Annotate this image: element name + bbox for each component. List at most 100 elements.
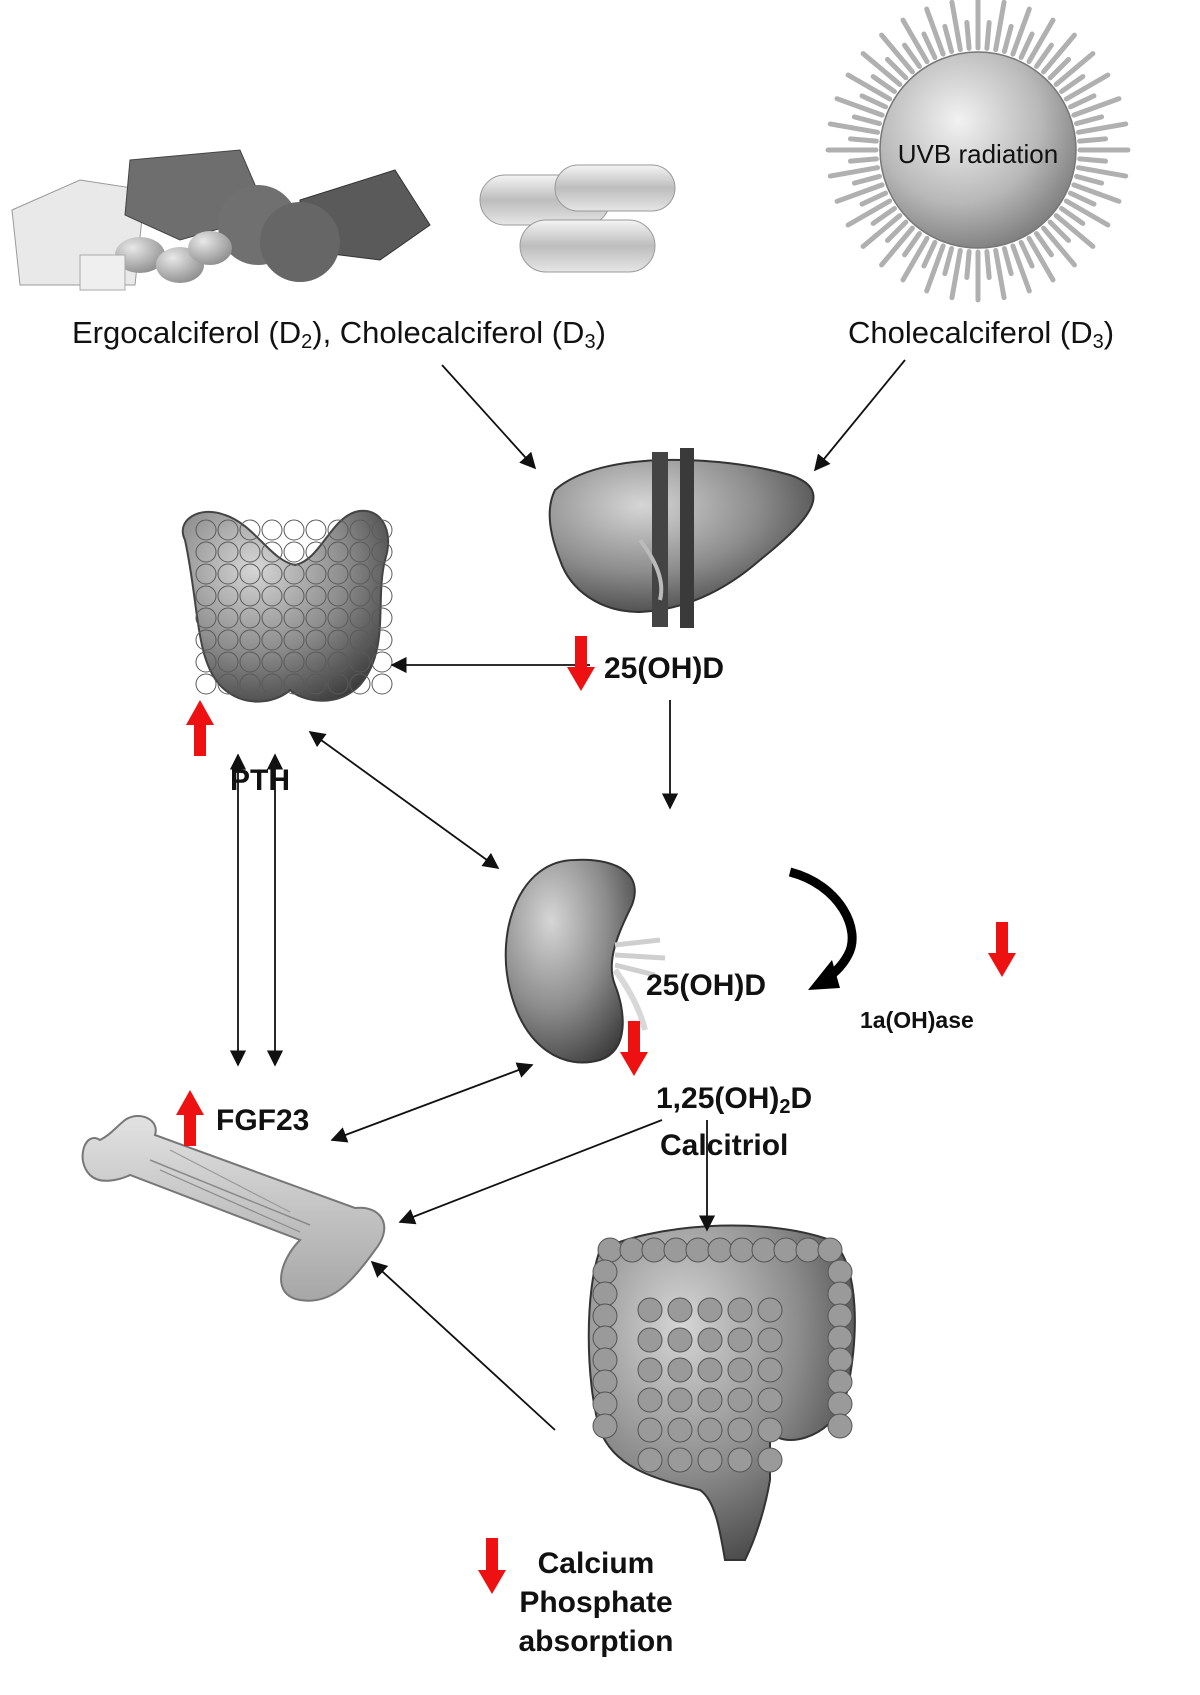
intestine-coil <box>637 1297 663 1323</box>
thyroid-cell <box>261 563 283 585</box>
sun-ray <box>1063 72 1111 102</box>
sun-ray <box>1067 190 1097 207</box>
pathway-arrows <box>229 359 906 1431</box>
thyroid-cell <box>305 673 327 695</box>
thyroid-cell <box>195 673 217 695</box>
thyroid-cell <box>371 607 393 629</box>
intestine-coil <box>667 1417 693 1443</box>
intestine-coil <box>697 1447 723 1473</box>
intestine-coil <box>637 1357 663 1383</box>
thyroid-cell <box>327 563 349 585</box>
parathyroid-gland-icon <box>181 509 393 703</box>
thyroid-cell <box>239 607 261 629</box>
fgf23-trend-up-arrow <box>176 1090 204 1146</box>
intestine-coil <box>592 1413 618 1439</box>
intestine-coil <box>727 1297 753 1323</box>
intestine-coil <box>727 1447 753 1473</box>
sun-ray <box>984 19 992 51</box>
intestine-coil <box>827 1391 853 1417</box>
thyroid-cell <box>217 541 239 563</box>
sun-ray <box>984 249 992 281</box>
sun-ray <box>949 0 963 53</box>
sun-ray <box>900 17 930 65</box>
sun-ray <box>949 247 963 301</box>
thyroid-cell <box>217 607 239 629</box>
sun-ray <box>1047 219 1072 244</box>
thyroid-cell <box>239 629 261 651</box>
thyroid-cell <box>217 585 239 607</box>
sun-ray <box>827 165 881 179</box>
dietary-sources-label: Ergocalciferol (D2), Cholecalciferol (D3… <box>72 315 606 353</box>
thyroid-cell <box>239 651 261 673</box>
thyroid-cell <box>349 541 371 563</box>
arrow-pth-kidney <box>308 731 500 869</box>
thyroid-cell <box>349 563 371 585</box>
arrow-diet-to-liver <box>441 364 537 470</box>
sun-ray <box>870 74 897 94</box>
thyroid-cell <box>217 629 239 651</box>
sun-ray <box>845 72 893 102</box>
sun-ray <box>851 173 882 186</box>
sun-ray <box>1034 231 1054 258</box>
intestine-coil <box>757 1357 783 1383</box>
thyroid-cell <box>217 651 239 673</box>
thyroid-cell <box>371 629 393 651</box>
intestine-coil <box>685 1237 711 1263</box>
absorption-line2: Phosphate <box>519 1586 672 1619</box>
intestine-coil <box>757 1297 783 1323</box>
thyroid-cell <box>261 585 283 607</box>
enzyme-label: 1a(OH)ase <box>860 1007 974 1033</box>
intestine-coil <box>827 1325 853 1351</box>
sun-ray <box>845 198 893 228</box>
sun-ray <box>1077 156 1109 164</box>
thyroid-cell <box>371 673 393 695</box>
intestine-coil <box>795 1237 821 1263</box>
intestine-coil <box>597 1237 623 1263</box>
intestine-coil <box>827 1281 853 1307</box>
sun-label: UVB radiation <box>898 139 1058 169</box>
thyroid-cell <box>239 519 261 541</box>
thyroid-cell <box>349 651 371 673</box>
thyroid-cell <box>327 519 349 541</box>
intestine-coil <box>751 1237 777 1263</box>
intestine-coil <box>727 1327 753 1353</box>
thyroid-cell <box>195 607 217 629</box>
sun-ray <box>1071 96 1122 118</box>
sun-ray <box>1034 42 1054 69</box>
intestine-coil <box>697 1297 723 1323</box>
sun-ray <box>1067 93 1097 110</box>
thyroid-cell <box>283 607 305 629</box>
thyroid-cell <box>371 585 393 607</box>
thyroid-cell <box>349 607 371 629</box>
intestine-coil <box>592 1259 618 1285</box>
sun-ray <box>1075 121 1129 135</box>
sun-ray <box>921 31 938 61</box>
thyroid-cell <box>349 629 371 651</box>
thyroid-cell <box>261 519 283 541</box>
thyroid-cell <box>305 519 327 541</box>
thyroid-cell <box>327 629 349 651</box>
sun-ray <box>964 19 972 51</box>
intestine-coil <box>637 1387 663 1413</box>
thyroid-cell <box>305 651 327 673</box>
intestine-coil <box>827 1413 853 1439</box>
sun-ray <box>1026 17 1056 65</box>
intestine-icon <box>587 1224 856 1561</box>
sun-ray <box>1018 239 1035 269</box>
thyroid-cell <box>195 629 217 651</box>
intestine-coil <box>817 1237 843 1263</box>
thyroid-cell <box>261 629 283 651</box>
sun-ray <box>1041 32 1077 75</box>
thyroid-cell <box>239 541 261 563</box>
absorption-line3: absorption <box>519 1625 674 1658</box>
thyroid-cell <box>349 519 371 541</box>
thyroid-cell <box>283 563 305 585</box>
intestine-coil <box>667 1447 693 1473</box>
intestine-coil <box>637 1447 663 1473</box>
liver-icon <box>548 448 815 628</box>
sun-ray <box>1074 173 1105 186</box>
sun-ray <box>1071 182 1122 204</box>
sun-ray <box>993 0 1007 53</box>
intestine-coil <box>727 1387 753 1413</box>
